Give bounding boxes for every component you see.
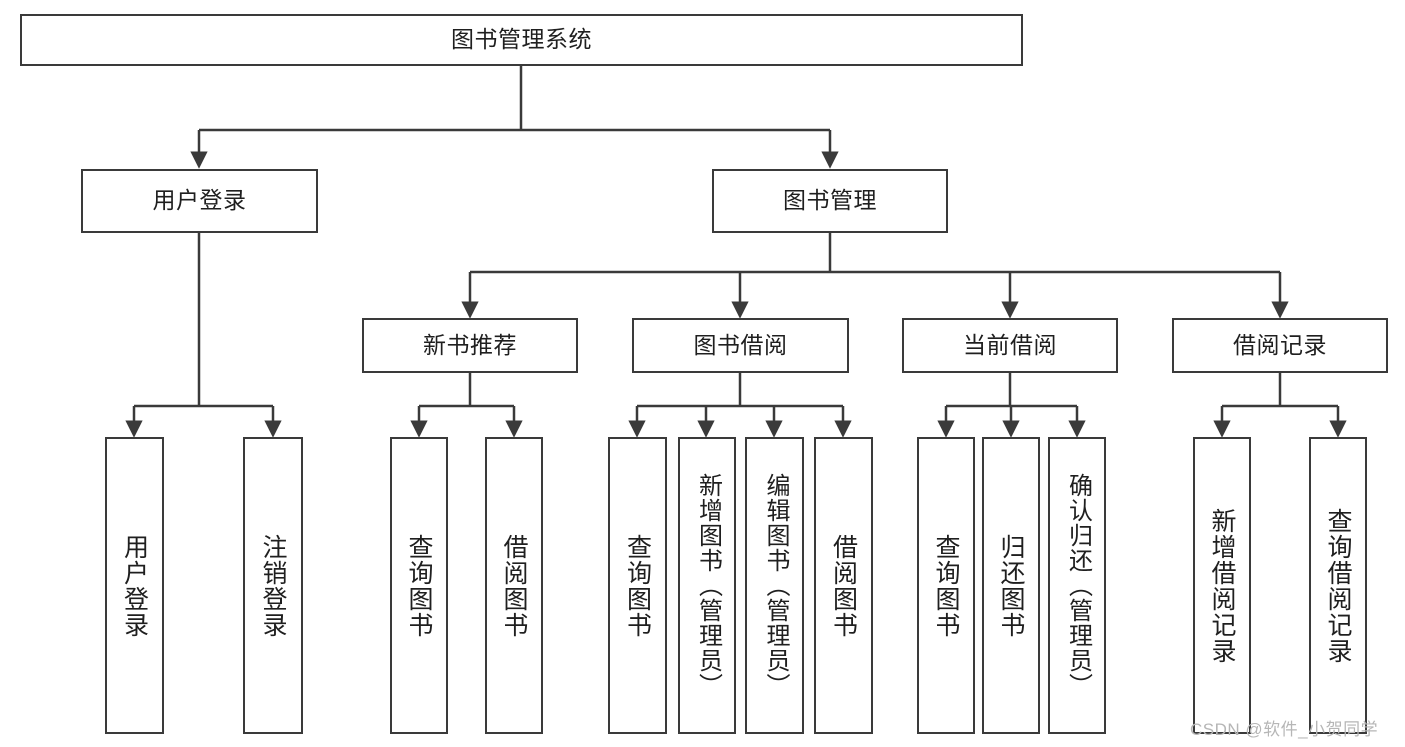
node-label: 图书管理系统 xyxy=(451,26,592,53)
leaf-confirm-return-admin[interactable]: 确认归还（管理员） xyxy=(1048,437,1106,734)
node-label: 注销登录 xyxy=(259,533,287,638)
node-label: 查询图书 xyxy=(405,533,433,638)
leaf-add-book-admin[interactable]: 新增图书（管理员） xyxy=(678,437,736,734)
node-book-borrow[interactable]: 图书借阅 xyxy=(632,318,849,373)
node-user-login[interactable]: 用户登录 xyxy=(81,169,318,233)
node-label: 查询图书 xyxy=(623,533,652,638)
leaf-query-book-recommend[interactable]: 查询图书 xyxy=(390,437,448,734)
leaf-add-borrow-record[interactable]: 新增借阅记录 xyxy=(1193,437,1251,734)
node-label: 借阅图书 xyxy=(829,533,858,638)
node-label: 借阅记录 xyxy=(1233,331,1327,358)
leaf-query-book-borrow[interactable]: 查询图书 xyxy=(608,437,667,734)
node-label: 查询图书 xyxy=(932,533,960,638)
leaf-borrow-book-recommend[interactable]: 借阅图书 xyxy=(485,437,543,734)
leaf-logout[interactable]: 注销登录 xyxy=(243,437,303,734)
node-label: 用户登录 xyxy=(152,187,247,214)
node-label: 图书借阅 xyxy=(693,331,788,358)
node-label: 编辑图书（管理员） xyxy=(761,473,789,698)
node-label: 借阅图书 xyxy=(500,533,528,638)
node-label: 确认归还（管理员） xyxy=(1064,473,1092,698)
node-label: 查询借阅记录 xyxy=(1324,507,1352,664)
node-label: 新增借阅记录 xyxy=(1208,507,1236,664)
leaf-return-book[interactable]: 归还图书 xyxy=(982,437,1040,734)
watermark: CSDN @软件_小贺同学 xyxy=(1190,720,1379,739)
node-label: 新书推荐 xyxy=(423,331,517,358)
node-label: 新增图书（管理员） xyxy=(694,473,722,698)
node-label: 用户登录 xyxy=(120,533,149,638)
leaf-edit-book-admin[interactable]: 编辑图书（管理员） xyxy=(745,437,804,734)
node-borrow-record[interactable]: 借阅记录 xyxy=(1172,318,1388,373)
node-new-book-recommend[interactable]: 新书推荐 xyxy=(362,318,578,373)
node-label: 归还图书 xyxy=(997,533,1025,638)
node-current-borrow[interactable]: 当前借阅 xyxy=(902,318,1118,373)
node-label: 当前借阅 xyxy=(963,331,1057,358)
leaf-user-login[interactable]: 用户登录 xyxy=(105,437,164,734)
leaf-borrow-book[interactable]: 借阅图书 xyxy=(814,437,873,734)
node-root-system[interactable]: 图书管理系统 xyxy=(20,14,1023,66)
node-book-management[interactable]: 图书管理 xyxy=(712,169,948,233)
node-label: 图书管理 xyxy=(783,187,877,214)
leaf-query-book-current[interactable]: 查询图书 xyxy=(917,437,975,734)
leaf-query-borrow-record[interactable]: 查询借阅记录 xyxy=(1309,437,1367,734)
